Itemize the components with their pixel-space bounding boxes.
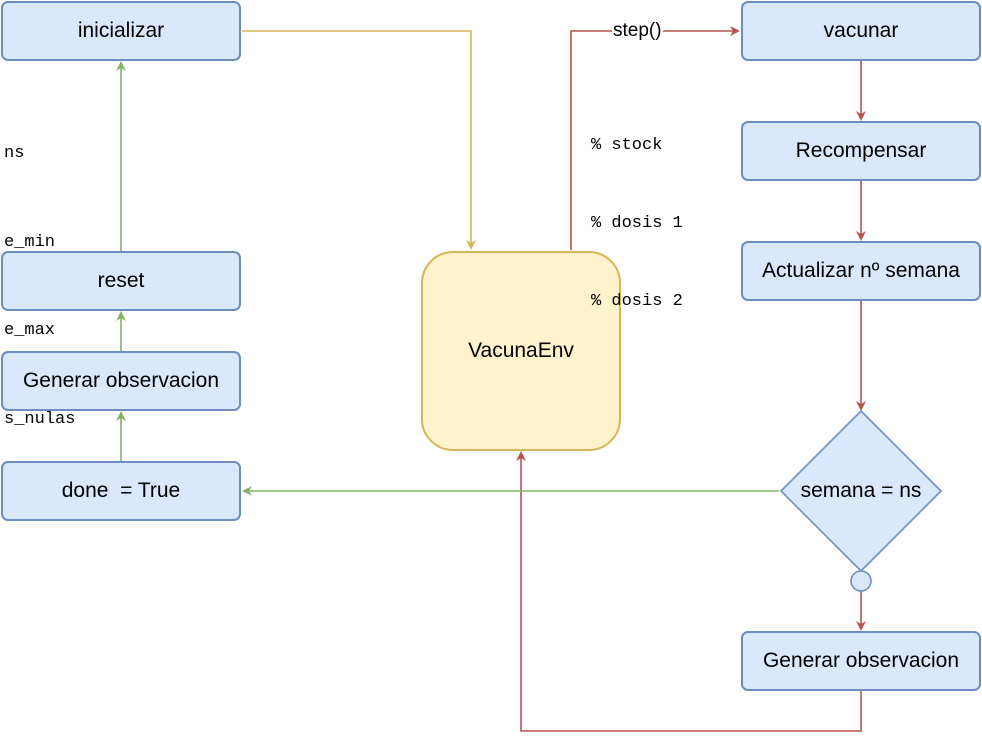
parameter-e-max: e_max xyxy=(4,321,56,340)
parameter-ns: ns xyxy=(4,144,25,163)
node-vacunar: vacunar xyxy=(741,1,981,61)
parameter-s-nulas: s_nulas xyxy=(4,409,76,429)
edge-inicializar-to-env xyxy=(242,30,476,250)
edge-generar-right-to-env xyxy=(516,451,862,732)
node-vacuna-env: VacunaEnv xyxy=(421,251,621,451)
node-reset: reset xyxy=(1,251,241,311)
decision-connector-circle xyxy=(850,570,872,592)
observation-dosis-2: % dosis 2 xyxy=(591,292,683,311)
observation-dosis-1: % dosis 1 xyxy=(591,214,683,233)
node-recompensar: Recompensar xyxy=(741,121,981,181)
node-generar-observacion-left: Generar observacion xyxy=(1,351,241,411)
node-done-true: done = True xyxy=(1,461,241,521)
edge-label-step: step() xyxy=(612,20,663,42)
node-actualizar-semana: Actualizar nº semana xyxy=(741,241,981,301)
node-generar-observacion-right: Generar observacion xyxy=(741,631,981,691)
parameter-e-min: e_min xyxy=(4,232,56,252)
node-inicializar: inicializar xyxy=(1,1,241,61)
decision-label: semana = ns xyxy=(800,479,922,502)
observation-stock: % stock xyxy=(591,136,663,155)
observation-list: % stock % dosis 1 % dosis 2 xyxy=(591,81,683,341)
edge-env-to-vacunar xyxy=(570,26,740,250)
